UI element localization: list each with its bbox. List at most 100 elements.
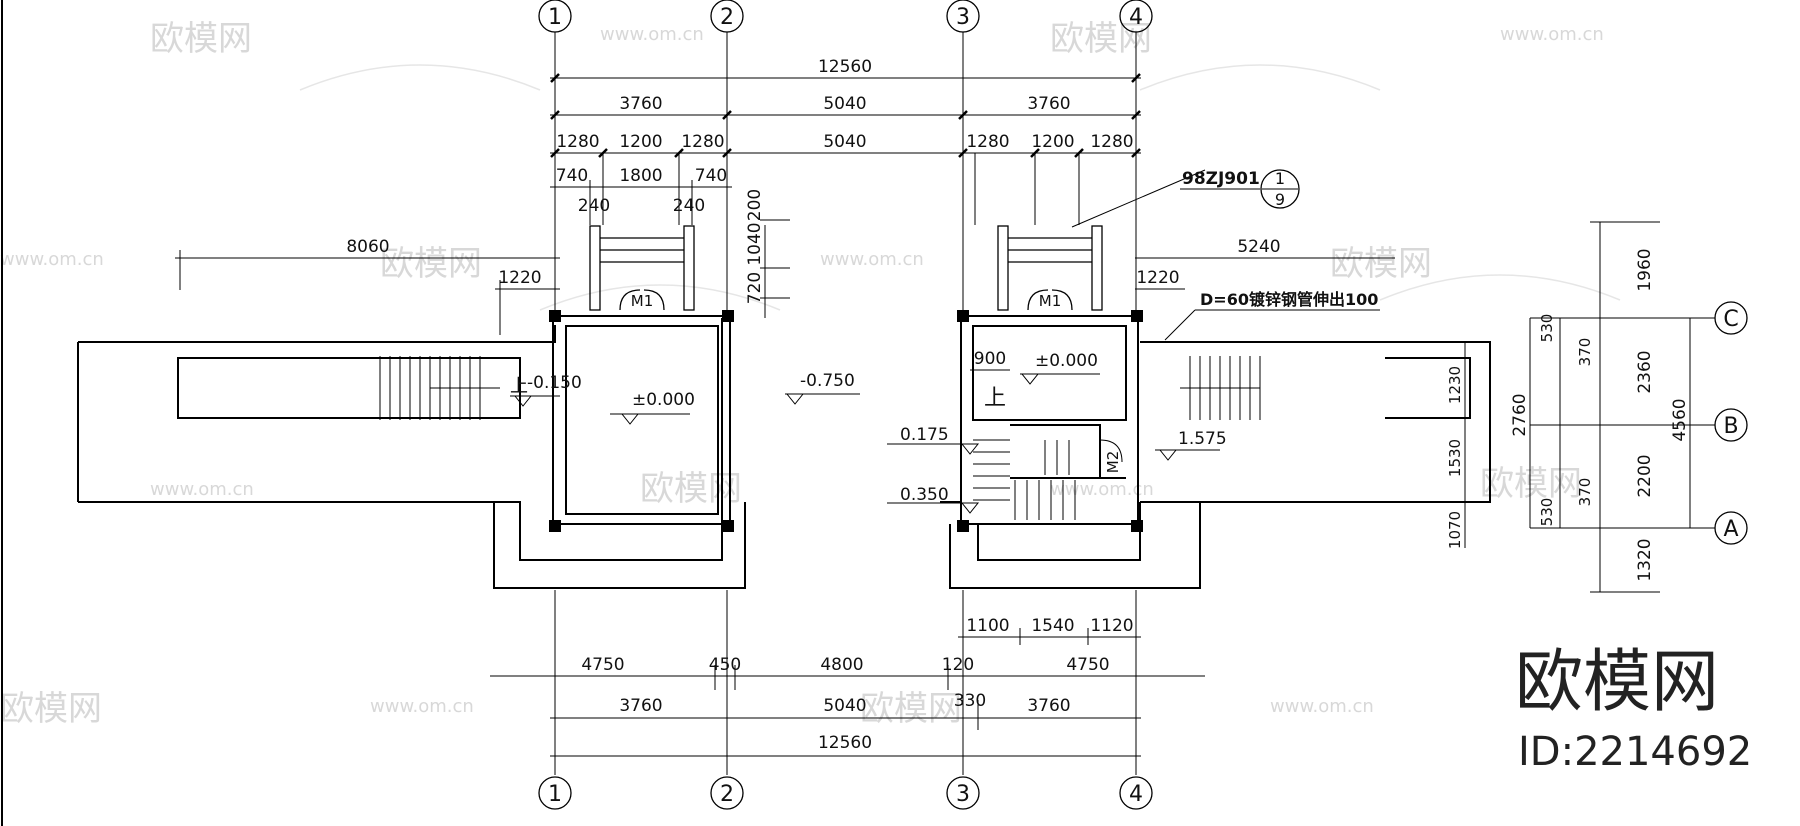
grid-bubble-c: C (1714, 301, 1748, 335)
svg-text:B: B (1723, 414, 1738, 439)
dim-right-short: 1220 (1136, 268, 1179, 288)
dim-b-1540: 1540 (1031, 616, 1074, 636)
detail-callout: 98ZJ901 1 9 (1071, 169, 1300, 228)
elevation-center: -0.750 (800, 371, 855, 391)
dim-r-2200: 2200 (1635, 454, 1655, 497)
detail-number: 1 (1275, 169, 1285, 188)
elevation-right-room: ±0.000 (1035, 351, 1098, 371)
grid-bubble-2-top: 2 (710, 0, 744, 33)
dim-left-short: 1220 (498, 268, 541, 288)
dim-overall-top: 12560 (818, 57, 872, 77)
dim-b-1100: 1100 (966, 616, 1009, 636)
watermark-brand: 欧模网 (1480, 464, 1582, 504)
svg-text:1: 1 (548, 782, 562, 807)
watermark-url: www.om.cn (370, 696, 474, 717)
door-m2: M2 (1104, 451, 1122, 474)
dim-b-3760a: 3760 (619, 696, 662, 716)
dim-b-5040: 5040 (823, 696, 866, 716)
watermark-url: www.om.cn (150, 479, 254, 500)
dim-b-4800: 4800 (820, 655, 863, 675)
watermark-brand: 欧模网 (380, 244, 482, 284)
watermark-brand: 欧模网 (150, 19, 252, 59)
watermark-url: www.om.cn (1270, 696, 1374, 717)
watermark-url: www.om.cn (1500, 24, 1604, 45)
door-m1-right: M1 (1039, 292, 1062, 310)
svg-text:3: 3 (956, 782, 970, 807)
dim-right-long: 5240 (1237, 237, 1280, 257)
elevation-left-step: -0.150 (527, 373, 582, 393)
entrance-stair-left (589, 225, 695, 311)
dim-b-450: 450 (709, 655, 741, 675)
watermark-brand: 欧模网 (860, 689, 962, 729)
dim-vert-3: 720 (745, 272, 765, 304)
dim-b-3760b: 3760 (1027, 696, 1070, 716)
top-dimension-ticks (550, 73, 1141, 158)
grid-bubble-4-top: 4 (1119, 0, 1153, 33)
dim-b-overall: 12560 (818, 733, 872, 753)
dim-r-4560: 4560 (1670, 398, 1690, 441)
elevation-markers (510, 373, 1220, 514)
grid-bubble-b: B (1714, 408, 1748, 442)
dim-vert-1: 200 (745, 189, 765, 221)
dim-r-2760: 2760 (1510, 393, 1530, 436)
dim-r-1230: 1230 (1446, 366, 1464, 404)
left-dimension-lines (175, 250, 1395, 335)
dim-stair-2: 1800 (619, 166, 662, 186)
grid-bubble-1-top: 1 (538, 0, 572, 33)
watermark-brand: 欧模网 (640, 469, 742, 509)
elevation-left-room: ±0.000 (632, 390, 695, 410)
dim-bay-2: 5040 (823, 94, 866, 114)
corridor-stair-right (1180, 356, 1261, 420)
watermark-layer: 欧模网 欧模网 www.om.cn www.om.cn www.om.cn 欧模… (0, 19, 1752, 775)
elevation-1575: 1.575 (1178, 429, 1227, 449)
watermark-url: www.om.cn (1050, 479, 1154, 500)
watermark-brand: 欧模网 (0, 689, 102, 729)
dim-b-330: 330 (954, 691, 986, 711)
watermark-id: ID:2214692 (1518, 729, 1752, 775)
detail-sheet: 9 (1275, 190, 1285, 209)
dim-sub-3: 1280 (681, 132, 724, 152)
svg-text:C: C (1723, 307, 1738, 332)
svg-text:2: 2 (720, 5, 734, 30)
svg-text:2: 2 (720, 782, 734, 807)
dim-r-370a: 370 (1576, 338, 1594, 367)
grid-bubble-3-top: 3 (946, 0, 980, 33)
pipe-note: D=60镀锌钢管伸出100 (1164, 290, 1380, 341)
dim-b-4750b: 4750 (1066, 655, 1109, 675)
svg-text:3: 3 (956, 5, 970, 30)
dim-sub-2: 1200 (619, 132, 662, 152)
dim-r-1070: 1070 (1446, 511, 1464, 549)
dim-r-530a: 530 (1538, 314, 1556, 343)
door-m1-left: M1 (631, 292, 654, 310)
watermark-brand: 欧模网 (1050, 19, 1152, 59)
grid-bubble-2-bottom: 2 (710, 776, 744, 810)
dim-sub-4: 5040 (823, 132, 866, 152)
entrance-stair-right (997, 225, 1103, 311)
watermark-url: www.om.cn (0, 249, 104, 270)
dim-r-530b: 530 (1538, 498, 1556, 527)
watermark-brand-large: 欧模网 (1515, 643, 1719, 722)
grid-bubble-3-bottom: 3 (946, 776, 980, 810)
dim-bay-1: 3760 (619, 94, 662, 114)
svg-text:4: 4 (1129, 5, 1143, 30)
grid-bubble-1-bottom: 1 (538, 776, 572, 810)
interior-stair-right (973, 439, 1123, 520)
elevation-0175: 0.175 (900, 425, 949, 445)
dim-sub-7: 1280 (1090, 132, 1133, 152)
columns (549, 310, 1143, 532)
dim-stair-3: 740 (695, 166, 727, 186)
dim-post-1: 240 (578, 196, 610, 216)
dim-left-long: 8060 (346, 237, 389, 257)
walls (77, 315, 1491, 589)
grid-bubble-a: A (1714, 511, 1748, 545)
dim-post-2: 240 (673, 196, 705, 216)
watermark-brand: 欧模网 (1330, 244, 1432, 284)
dim-right-900: 900 (974, 349, 1006, 369)
dim-vert-2: 1040 (745, 222, 765, 265)
dim-r-1530: 1530 (1446, 439, 1464, 477)
dim-r-1320: 1320 (1635, 538, 1655, 581)
top-dimension-lines (550, 77, 1141, 318)
corridor-stair-left (379, 356, 500, 420)
dim-r-2360: 2360 (1635, 350, 1655, 393)
